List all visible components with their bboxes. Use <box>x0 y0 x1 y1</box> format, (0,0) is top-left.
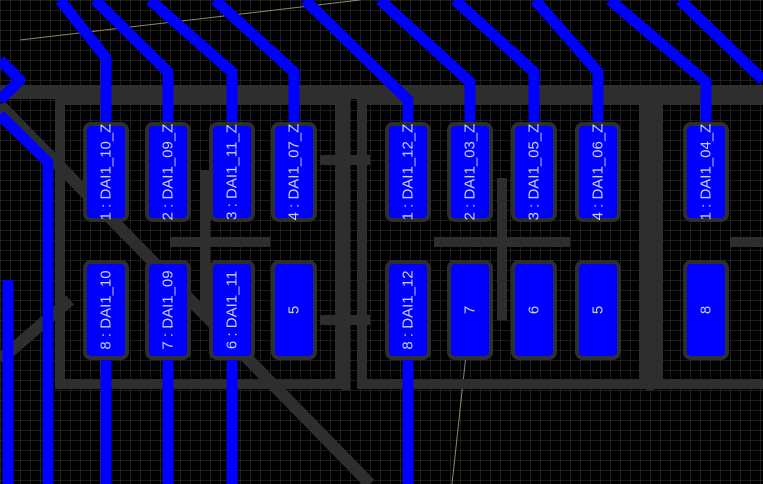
pad-label: 6 <box>526 306 543 314</box>
pad-copper <box>451 264 489 356</box>
pad[interactable]: 8 : DAI1_10 <box>83 260 129 360</box>
pad-label: 1 : DAI1_04_Z <box>698 124 715 221</box>
pad-label: 2 : DAI1_03_Z <box>462 124 479 221</box>
pad-label: 1 : DAI1_10_Z <box>98 124 115 221</box>
pad[interactable]: 5 <box>271 260 317 360</box>
pad-label: 6 : DAI1_11 <box>224 271 241 349</box>
pad-copper <box>275 264 313 356</box>
pad-copper <box>213 264 251 356</box>
pad[interactable]: 7 : DAI1_09 <box>145 260 191 360</box>
pad[interactable]: 1 : DAI1_12_Z <box>385 122 431 222</box>
pad[interactable]: 1 : DAI1_04_Z <box>683 122 729 222</box>
pad-copper <box>451 126 489 218</box>
pad-copper <box>389 126 427 218</box>
pad[interactable]: 5 <box>575 260 621 360</box>
ratsnest-lines <box>19 0 467 484</box>
pad-copper <box>687 264 725 356</box>
pad[interactable]: 1 : DAI1_10_Z <box>83 122 129 222</box>
pads-layer: 1 : DAI1_10_Z 2 : DAI1_09_Z 3 : DAI1_11_Z 4… <box>83 122 729 360</box>
pad-label: 8 <box>698 306 715 314</box>
pad-label: 2 : DAI1_09_Z <box>160 124 177 221</box>
pad-label: 3 : DAI1_05_Z <box>526 124 543 221</box>
pad[interactable]: 4 : DAI1_07_Z <box>271 122 317 222</box>
pad-copper <box>579 126 617 218</box>
pad-label: 7 : DAI1_09 <box>160 270 177 349</box>
pad-copper <box>149 126 187 218</box>
pad-copper <box>579 264 617 356</box>
pad-label: 1 : DAI1_12_Z <box>400 124 417 221</box>
pad-label: 5 <box>590 306 607 314</box>
pad-label: 5 <box>286 306 303 314</box>
pad-copper <box>687 126 725 218</box>
pad[interactable]: 2 : DAI1_03_Z <box>447 122 493 222</box>
pad-copper <box>275 126 313 218</box>
pad-label: 7 <box>462 306 479 314</box>
pad-label: 8 : DAI1_10 <box>98 270 115 349</box>
silkscreen-layer <box>0 85 763 484</box>
pad[interactable]: 3 : DAI1_11_Z <box>209 122 255 222</box>
pad-label: 8 : DAI1_12 <box>400 270 417 349</box>
pad-copper <box>213 126 251 218</box>
pad-copper <box>515 126 553 218</box>
pad[interactable]: 6 : DAI1_11 <box>209 260 255 360</box>
pad[interactable]: 8 : DAI1_12 <box>385 260 431 360</box>
pad-copper <box>87 264 125 356</box>
pad-copper <box>149 264 187 356</box>
pad-copper <box>515 264 553 356</box>
pad[interactable]: 2 : DAI1_09_Z <box>145 122 191 222</box>
pad-copper <box>389 264 427 356</box>
pad[interactable]: 3 : DAI1_05_Z <box>511 122 557 222</box>
pad-copper <box>87 126 125 218</box>
pad[interactable]: 8 <box>683 260 729 360</box>
pad-label: 4 : DAI1_07_Z <box>286 124 303 221</box>
pad-label: 4 : DAI1_06_Z <box>590 124 607 221</box>
pad[interactable]: 6 <box>511 260 557 360</box>
pad[interactable]: 7 <box>447 260 493 360</box>
pad-label: 3 : DAI1_11_Z <box>224 124 241 220</box>
pad[interactable]: 4 : DAI1_06_Z <box>575 122 621 222</box>
